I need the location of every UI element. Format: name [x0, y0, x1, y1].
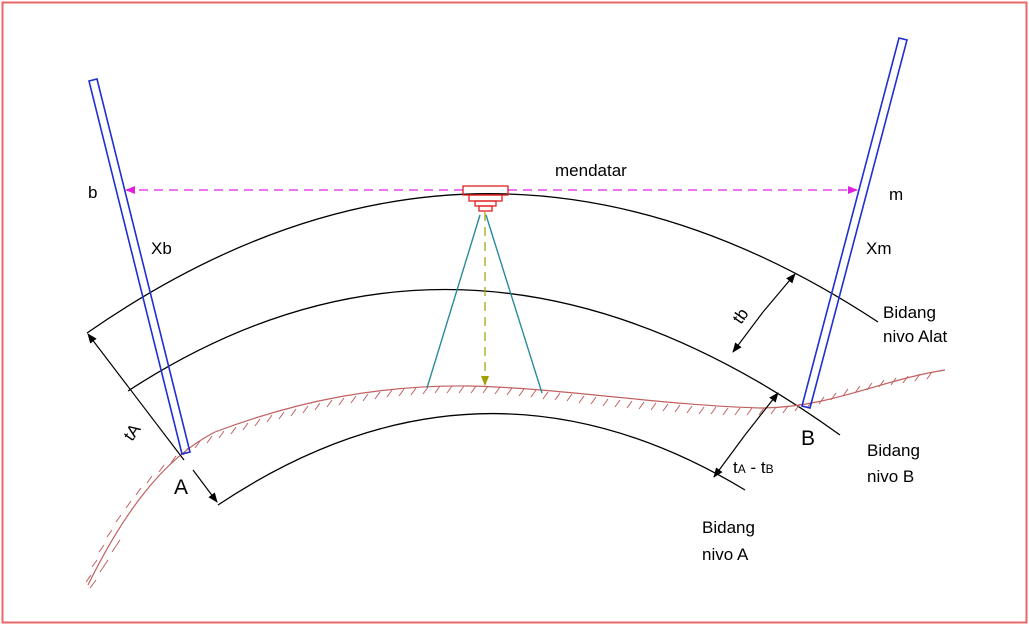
label-b: b: [88, 183, 97, 202]
label-ta: tA: [120, 420, 145, 445]
level-surface-instrument: [86, 193, 879, 334]
label-point-a: A: [174, 476, 188, 499]
ground-profile: [85, 369, 946, 589]
level-surface-b: [127, 288, 841, 436]
level-surface-a: [217, 412, 746, 506]
label-point-b: B: [801, 427, 815, 450]
leveling-staff-icon: [88, 78, 191, 455]
label-tb: tb: [729, 305, 753, 328]
label-horizontal: mendatar: [555, 161, 627, 180]
label-ta-minus-tb: tA - tB: [733, 458, 774, 477]
label-m: m: [889, 185, 903, 204]
tb-dimension: [732, 273, 796, 353]
label-xm: Xm: [866, 239, 892, 258]
ta-dimension: [87, 333, 218, 503]
tripod: [426, 214, 543, 394]
label-level-alat: Bidang nivo Alat: [883, 303, 948, 346]
ta-minus-tb-dimension: [713, 392, 779, 478]
leveling-instrument-icon: [462, 185, 509, 212]
label-level-a: Bidang nivo A: [702, 518, 760, 564]
label-xb: Xb: [151, 239, 172, 258]
leveling-staff-icon: [801, 37, 908, 409]
label-level-b: Bidang nivo B: [867, 441, 925, 486]
